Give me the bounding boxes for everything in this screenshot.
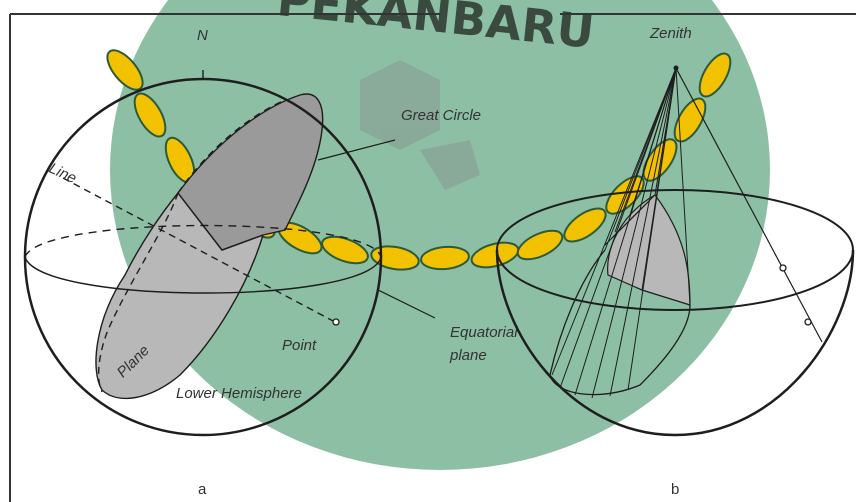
- equator-back: [24, 224, 382, 258]
- panel-a: N Great Circle Line Plane Point Equatori…: [23, 27, 518, 498]
- plane-top-dashed: [177, 99, 286, 194]
- plane-helper-line-1: [177, 192, 223, 251]
- zenith-label: Zenith: [649, 25, 692, 42]
- point-marker: [332, 318, 340, 326]
- north-label: N: [197, 27, 208, 44]
- lower-hemisphere-label: Lower Hemisphere: [176, 385, 302, 402]
- line-dashed: [62, 177, 336, 323]
- equatorial-label-2: plane: [449, 347, 487, 364]
- equator-front: [24, 256, 382, 294]
- projection-point-lower: [804, 318, 812, 326]
- zenith-projection-line: [675, 67, 823, 343]
- caption-a: a: [198, 481, 207, 498]
- hemisphere-rim: [496, 189, 854, 311]
- panel-b: Zenith b: [495, 25, 855, 498]
- projection-point-upper: [779, 264, 787, 272]
- plane-shaded-upper: [177, 93, 324, 251]
- zenith-point: [673, 65, 679, 71]
- zenith-rays: [551, 67, 691, 399]
- point-label: Point: [282, 337, 317, 354]
- plane-helper-line-2: [221, 234, 264, 251]
- equatorial-label-1: Equatorial: [450, 324, 518, 341]
- line-label: Line: [46, 160, 79, 187]
- cone-cross-line-3: [619, 204, 646, 231]
- great-circle-pointer: [317, 139, 396, 161]
- cone-bowl-curve: [549, 249, 691, 396]
- great-circle-label: Great Circle: [401, 107, 481, 124]
- watermark-emblem: [360, 60, 480, 190]
- caption-b: b: [671, 481, 679, 498]
- equatorial-pointer: [377, 289, 436, 319]
- hemisphere-bowl: [495, 249, 855, 437]
- frame: [9, 13, 856, 502]
- plane-shaded-lower: [95, 191, 265, 400]
